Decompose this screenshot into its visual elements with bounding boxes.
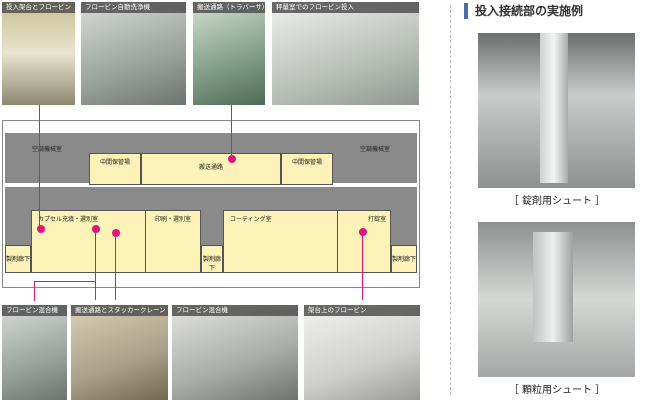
room-print: 印刷・選別室	[145, 210, 201, 273]
photo-caption: 秤量室でのフロービン投入	[272, 2, 419, 13]
photo-tablet-chute	[478, 33, 635, 188]
room-machine-right: 空調機械室	[359, 146, 390, 153]
marker-dot	[112, 229, 120, 237]
photo-stand-flowbin: 架台上のフロービン	[304, 305, 420, 400]
photo-granule-chute	[478, 222, 635, 377]
photo-caption: 架台上のフロービン	[304, 305, 420, 316]
photo-auto-washer: フロービン自動洗浄機	[81, 2, 186, 105]
room-storage-right: 中間保管場	[281, 153, 333, 185]
room-hall-left: 製剤廊下	[5, 245, 31, 273]
room-corridor: 搬送通路	[141, 153, 281, 185]
photo-caption: 搬送通路とスタッカークレーン	[71, 305, 168, 316]
photo-loading-stand: 投入架台とフロービン	[2, 2, 75, 105]
section-title: 投入接続部の実施例	[464, 3, 583, 19]
room-machine-left: 空調機械室	[31, 146, 62, 153]
room-storage-left: 中間保管場	[89, 153, 141, 185]
marker-dot	[92, 225, 100, 233]
photo-caption: 搬送通路（トラバーサ）	[193, 2, 265, 13]
photo-mixer: フロービン混合機	[2, 305, 67, 400]
room-hall-mid: 製剤廊下	[201, 245, 223, 273]
photo-weighing-room: 秤量室でのフロービン投入	[272, 2, 419, 105]
photo-caption: フロービン混合機	[172, 305, 298, 316]
caption-tablet-chute: ［ 錠剤用シュート ］	[508, 196, 606, 207]
photo-caption: フロービン自動洗浄機	[81, 2, 186, 13]
caption-granule-chute: ［ 顆粒用シュート ］	[508, 385, 606, 396]
facility-cross-section: 空調機械室 中間保管場 搬送通路 中間保管場 空調機械室 製剤廊下 カプセル充填…	[2, 120, 420, 288]
photo-traverser: 搬送通路（トラバーサ）	[193, 2, 265, 105]
marker-dot	[359, 228, 367, 236]
photo-mixer-2: フロービン混合機	[172, 305, 298, 400]
divider	[450, 5, 451, 395]
photo-stacker-crane: 搬送通路とスタッカークレーン	[71, 305, 168, 400]
photo-caption: フロービン混合機	[2, 305, 67, 316]
photo-caption: 投入架台とフロービン	[2, 2, 75, 13]
marker-dot	[37, 225, 45, 233]
room-hall-right: 製剤廊下	[391, 245, 417, 273]
room-tablet: 打錠室	[337, 210, 391, 273]
marker-dot	[228, 155, 236, 163]
